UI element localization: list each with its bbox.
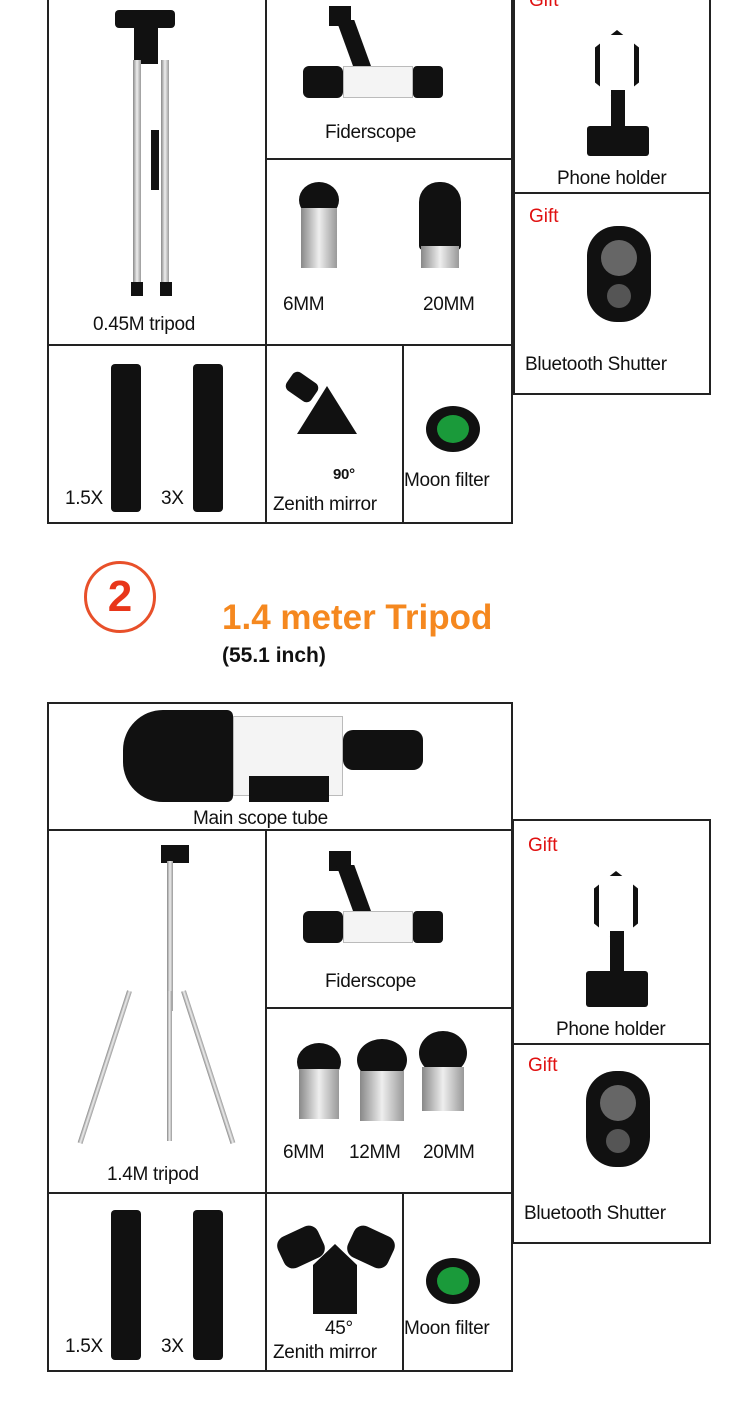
gift-badge: Gift [529, 206, 559, 227]
barlow-3x-image [193, 1210, 223, 1360]
barlow-label-3x: 3X [161, 488, 184, 509]
finderscope-label: Fiderscope [325, 122, 416, 143]
moon-filter-box: Moon filter [402, 344, 513, 524]
tripod-box: 0.45M tripod [47, 0, 267, 346]
zenith-mirror-label: Zenith mirror [273, 1342, 377, 1363]
bluetooth-shutter-label: Bluetooth Shutter [525, 354, 667, 375]
barlow-3x-image [193, 364, 223, 512]
tripod-box: 1.4M tripod [47, 829, 267, 1194]
section-number-badge: 2 [84, 561, 156, 633]
section-subtitle: (55.1 inch) [222, 644, 326, 667]
moon-filter-image [426, 406, 480, 452]
zenith-mirror-label: Zenith mirror [273, 494, 377, 515]
eyepieces-box: 6MM 20MM [265, 158, 513, 346]
bluetooth-shutter-box[interactable]: Gift Bluetooth Shutter [512, 1043, 711, 1244]
finderscope-box: Fiderscope [265, 829, 513, 1009]
barlow-box: 1.5X 3X [47, 344, 267, 524]
barlow-1-5x-image [111, 1210, 141, 1360]
bluetooth-shutter-box[interactable]: Gift Bluetooth Shutter [513, 192, 711, 395]
phone-holder-label: Phone holder [557, 168, 667, 189]
phone-holder-label: Phone holder [556, 1019, 666, 1040]
eyepiece-label-20mm: 20MM [423, 294, 475, 315]
gift-badge: Gift [528, 835, 558, 856]
barlow-1-5x-image [111, 364, 141, 512]
gift-badge: Gift [529, 0, 559, 11]
eyepiece-label-20mm: 20MM [423, 1142, 475, 1163]
eyepiece-label-12mm: 12MM [349, 1142, 401, 1163]
moon-filter-label: Moon filter [404, 470, 490, 491]
gift-badge: Gift [528, 1055, 558, 1076]
bluetooth-shutter-label: Bluetooth Shutter [524, 1203, 666, 1224]
zenith-angle: 45° [325, 1318, 353, 1339]
tripod-label: 1.4M tripod [107, 1164, 199, 1185]
phone-holder-box[interactable]: Gift Phone holder [513, 0, 711, 194]
phone-holder-box[interactable]: Gift Phone holder [512, 819, 711, 1045]
moon-filter-box: Moon filter [402, 1192, 513, 1372]
finderscope-label: Fiderscope [325, 971, 416, 992]
zenith-angle: 90° [333, 466, 355, 483]
eyepieces-box: 6MM 12MM 20MM [265, 1007, 513, 1194]
zenith-mirror-box: 90° Zenith mirror [265, 344, 404, 524]
moon-filter-label: Moon filter [404, 1318, 490, 1339]
barlow-label-1-5x: 1.5X [65, 1336, 103, 1357]
barlow-label-3x: 3X [161, 1336, 184, 1357]
barlow-box: 1.5X 3X [47, 1192, 267, 1372]
barlow-label-1-5x: 1.5X [65, 488, 103, 509]
finderscope-box: Fiderscope [265, 0, 513, 160]
moon-filter-image [426, 1258, 480, 1304]
zenith-mirror-box: 45° Zenith mirror [265, 1192, 404, 1372]
main-scope-tube-box: Main scope tube [47, 702, 513, 831]
main-scope-tube-label: Main scope tube [193, 808, 328, 829]
eyepiece-label-6mm: 6MM [283, 294, 325, 315]
tripod-label: 0.45M tripod [93, 314, 196, 335]
eyepiece-label-6mm: 6MM [283, 1142, 325, 1163]
section-title: 1.4 meter Tripod [222, 598, 493, 637]
